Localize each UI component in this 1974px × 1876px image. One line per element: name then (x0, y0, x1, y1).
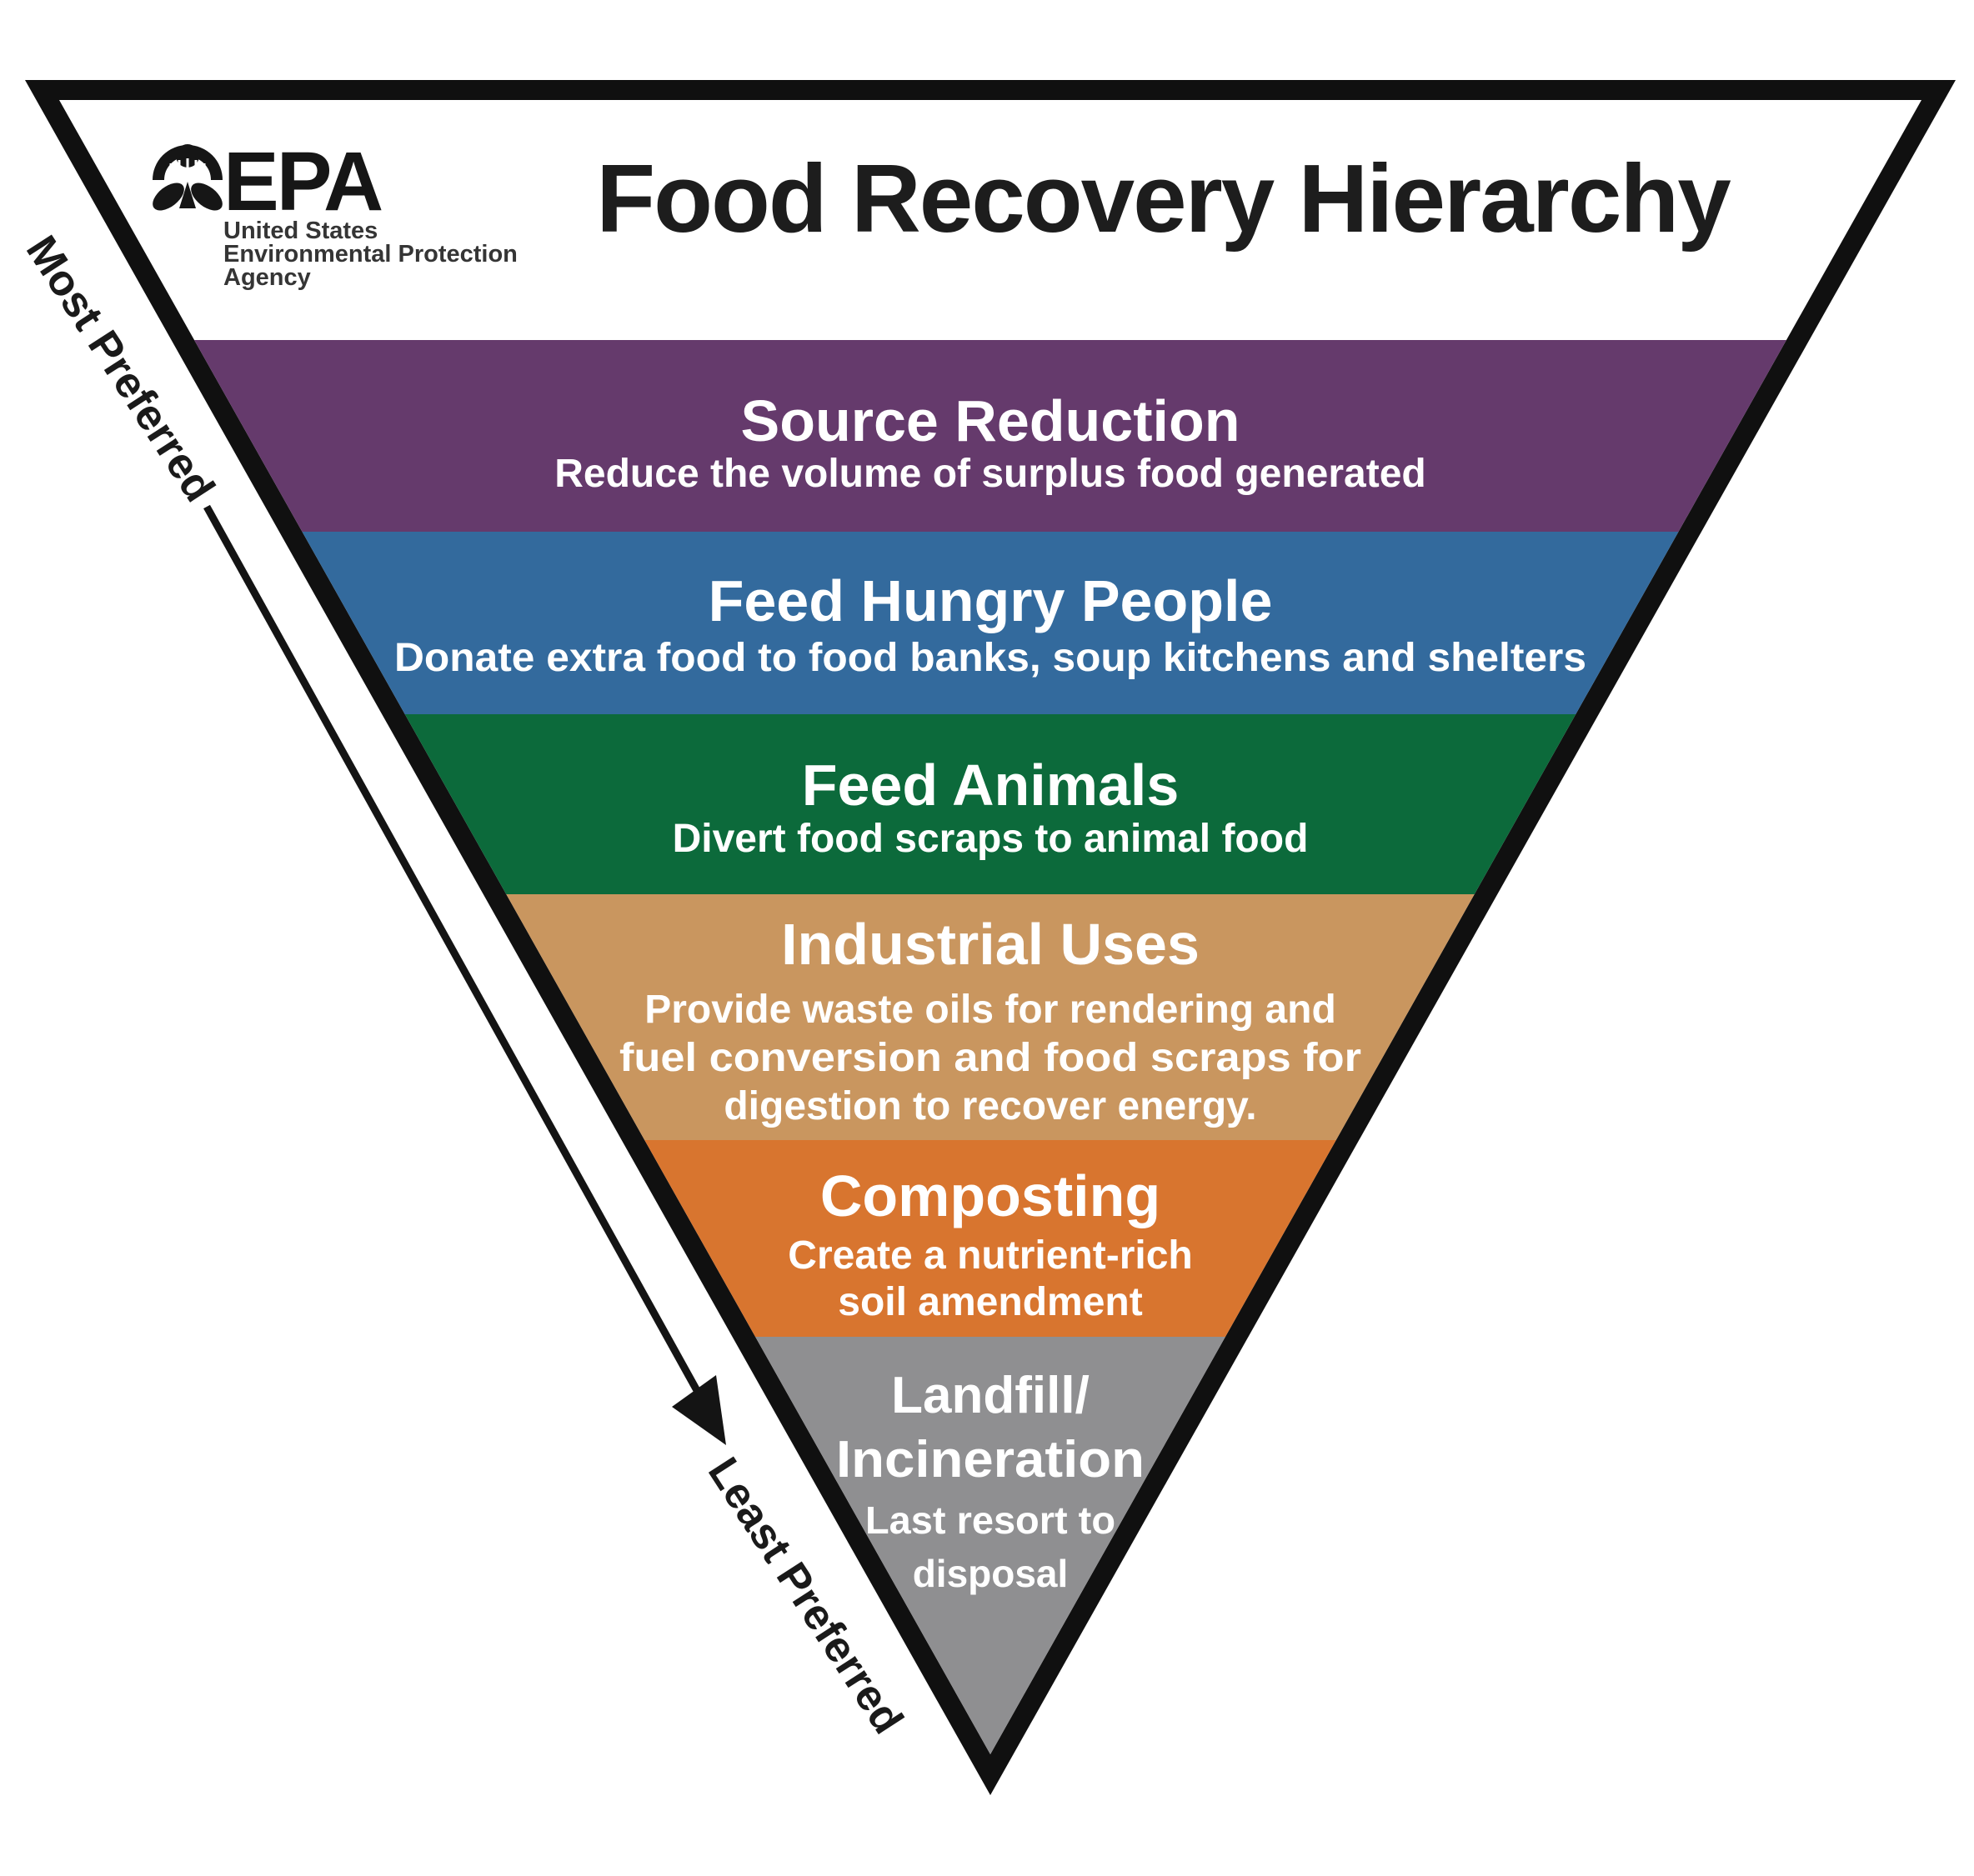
level-title-source-reduction: Source Reduction (741, 388, 1240, 453)
preference-arrowhead-icon (672, 1375, 726, 1445)
epa-org-line-2: Environmental Protection (223, 241, 518, 268)
level-desc-industrial-uses-3: digestion to recover energy. (724, 1084, 1256, 1128)
epa-org-line-3: Agency (223, 264, 311, 291)
level-desc-feed-animals: Divert food scraps to animal food (673, 817, 1309, 861)
level-desc-composting-1: Create a nutrient-rich (788, 1233, 1192, 1278)
epa-flower-icon (153, 144, 223, 211)
level-desc-landfill-2: disposal (913, 1552, 1069, 1595)
level-desc-feed-hungry-people: Donate extra food to food banks, soup ki… (394, 636, 1586, 680)
epa-acronym: EPA (223, 135, 382, 228)
preference-arrow (203, 504, 726, 1445)
level-title-landfill-line-1: Landfill/ (891, 1367, 1090, 1424)
level-desc-composting-2: soil amendment (838, 1280, 1142, 1324)
level-desc-industrial-uses-1: Provide waste oils for rendering and (644, 988, 1336, 1032)
level-desc-industrial-uses-2: fuel conversion and food scraps for (619, 1036, 1361, 1080)
poster-title: Food Recovery Hierarchy (596, 144, 1731, 253)
level-desc-source-reduction: Reduce the volume of surplus food genera… (554, 452, 1425, 496)
level-title-feed-hungry-people: Feed Hungry People (709, 568, 1273, 633)
band-source-reduction (59, 340, 1921, 532)
preference-arrow-shaft (203, 504, 702, 1396)
level-title-composting: Composting (820, 1163, 1160, 1228)
level-title-landfill-line-2: Incineration (836, 1431, 1145, 1488)
level-desc-landfill-1: Last resort to (865, 1498, 1115, 1542)
level-title-feed-animals: Feed Animals (802, 753, 1180, 818)
level-title-industrial-uses: Industrial Uses (781, 912, 1200, 977)
epa-org-line-1: United States (223, 218, 378, 244)
epa-logo: EPA United States Environmental Protecti… (153, 135, 518, 291)
